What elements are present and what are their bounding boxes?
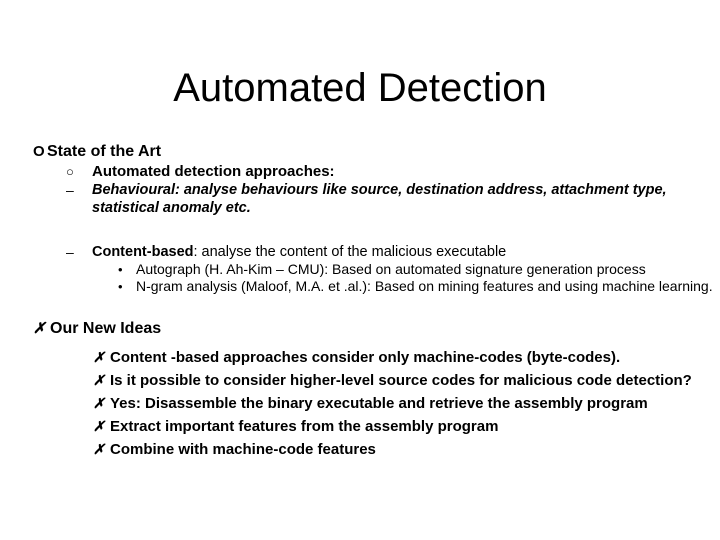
xmark-bullet-icon: ✗ xyxy=(93,372,105,388)
spacer xyxy=(0,295,720,319)
xmark-bullet-icon: ✗ xyxy=(33,320,46,337)
slide-body: O State of the Art ○ Automated detection… xyxy=(0,142,720,461)
section-heading-label: Our New Ideas xyxy=(50,320,162,337)
page-title: Automated Detection xyxy=(173,66,547,110)
section-heading-label: State of the Art xyxy=(47,143,162,160)
list-item: ○ Automated detection approaches: xyxy=(0,162,720,181)
spacer xyxy=(0,217,720,243)
list-item-label: Yes: Disassemble the binary executable a… xyxy=(110,395,648,412)
xmark-bullet-icon: ✗ xyxy=(93,441,105,457)
section-heading-state-of-the-art: O State of the Art xyxy=(0,142,720,162)
list-item-label: Combine with machine-code features xyxy=(110,441,376,458)
list-item: ✗ Yes: Disassemble the binary executable… xyxy=(0,392,720,415)
list-item-label: N-gram analysis (Maloof, M.A. et .al.): … xyxy=(136,278,713,294)
section-state-of-the-art: O State of the Art ○ Automated detection… xyxy=(0,142,720,295)
list-item-label: Extract important features from the asse… xyxy=(110,418,499,435)
list-item-label: Autograph (H. Ah-Kim – CMU): Based on au… xyxy=(136,261,646,277)
list-item-label: Content -based approaches consider only … xyxy=(110,349,621,366)
spacer xyxy=(0,339,720,346)
list-item-label: Content-based: analyse the content of th… xyxy=(92,243,720,261)
list-item: ✗ Combine with machine-code features xyxy=(0,438,720,461)
xmark-bullet-icon: ✗ xyxy=(93,395,105,411)
circle-bullet-icon: O xyxy=(33,143,45,160)
hollow-circle-bullet-icon: ○ xyxy=(66,164,74,179)
dash-bullet-icon: – xyxy=(66,244,74,260)
list-item-label: Automated detection approaches: xyxy=(92,163,335,180)
list-item-rest-label: : analyse the content of the malicious e… xyxy=(193,244,507,260)
dot-bullet-icon: • xyxy=(118,262,123,277)
list-item-label: Behavioural: analyse behaviours like sou… xyxy=(92,182,667,216)
list-item: • Autograph (H. Ah-Kim – CMU): Based on … xyxy=(0,261,720,278)
list-item: ✗ Content -based approaches consider onl… xyxy=(0,346,720,369)
dot-bullet-icon: • xyxy=(118,279,123,294)
dash-bullet-icon: – xyxy=(66,182,74,198)
xmark-bullet-icon: ✗ xyxy=(93,349,105,365)
section-our-new-ideas: ✗ Our New Ideas ✗ Content -based approac… xyxy=(0,319,720,461)
list-item: – Content-based: analyse the content of … xyxy=(0,243,720,261)
list-item: • N-gram analysis (Maloof, M.A. et .al.)… xyxy=(0,278,720,295)
xmark-bullet-icon: ✗ xyxy=(93,418,105,434)
list-item: ✗ Extract important features from the as… xyxy=(0,415,720,438)
list-item: ✗ Is it possible to consider higher-leve… xyxy=(0,369,720,392)
section-heading-our-new-ideas: ✗ Our New Ideas xyxy=(0,319,720,339)
list-item-label: Is it possible to consider higher-level … xyxy=(110,372,692,389)
list-item-lead-label: Content-based xyxy=(92,244,194,260)
list-item: – Behavioural: analyse behaviours like s… xyxy=(0,181,720,217)
